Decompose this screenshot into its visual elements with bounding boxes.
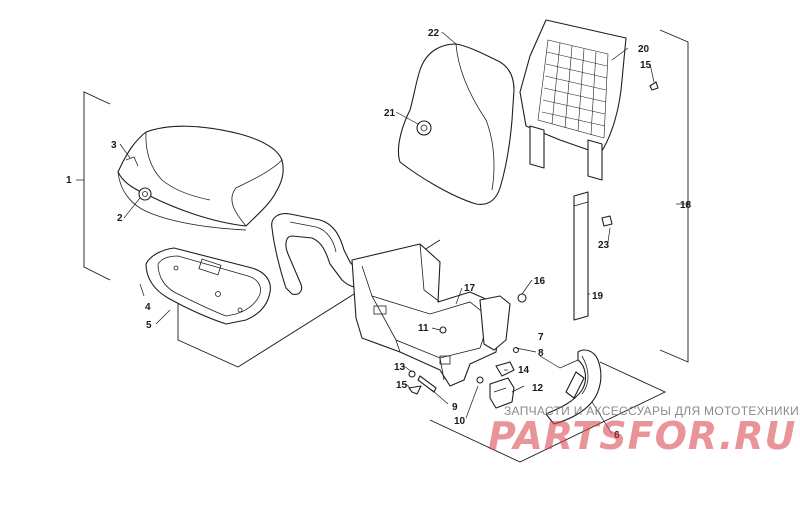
grab-handle xyxy=(271,213,373,295)
callout-7: 7 xyxy=(538,332,544,343)
callout-15-upper: 15 xyxy=(640,60,652,71)
assembly-bracket-backrest xyxy=(659,29,689,363)
clip-part xyxy=(495,361,515,377)
bolt-icon xyxy=(408,385,422,395)
assembly-bracket-lower xyxy=(429,361,667,463)
bolt-icon xyxy=(517,293,527,303)
callout-22: 22 xyxy=(428,28,440,39)
callout-16: 16 xyxy=(534,276,546,287)
assembly-bracket-rack xyxy=(177,239,441,368)
callout-13: 13 xyxy=(394,362,406,373)
callout-8: 8 xyxy=(538,348,544,359)
callout-4: 4 xyxy=(145,302,151,313)
backrest-frame xyxy=(519,19,627,181)
leader-lines xyxy=(76,31,688,435)
bolt-icon xyxy=(512,346,520,354)
callout-15-lower: 15 xyxy=(396,380,408,391)
seat-base-pan xyxy=(145,247,271,325)
callout-10: 10 xyxy=(454,416,466,427)
post-clip xyxy=(601,215,613,227)
backrest-knob-icon xyxy=(416,120,432,136)
backrest-post xyxy=(573,191,589,321)
screw-icon xyxy=(649,81,659,91)
seat-cushion xyxy=(117,125,284,231)
callout-5: 5 xyxy=(146,320,152,331)
latch-part xyxy=(489,377,515,409)
bolt-icon xyxy=(439,326,447,334)
callout-12: 12 xyxy=(532,383,544,394)
watermark-logo: PARTSFOR.RU xyxy=(488,414,797,458)
callout-6: 6 xyxy=(614,430,620,441)
bolt-icon xyxy=(417,375,437,393)
callout-21: 21 xyxy=(384,108,396,119)
callout-14: 14 xyxy=(518,365,530,376)
callout-1: 1 xyxy=(66,175,72,186)
bolt-icon xyxy=(408,370,416,378)
callout-20: 20 xyxy=(638,44,650,55)
assembly-bracket-seat xyxy=(83,91,111,281)
watermark-subtitle: ЗАПЧАСТИ И АКСЕССУАРЫ ДЛЯ МОТОТЕХНИКИ xyxy=(504,404,800,418)
callout-23: 23 xyxy=(598,240,610,251)
callout-11: 11 xyxy=(418,323,429,334)
seat-frame-rack xyxy=(351,243,511,387)
callout-18: 18 xyxy=(680,200,692,211)
seat-knob-icon xyxy=(138,187,152,201)
callout-2: 2 xyxy=(117,213,123,224)
support-tube xyxy=(545,349,602,425)
callout-9: 9 xyxy=(452,402,458,413)
backrest-pad xyxy=(397,43,515,205)
callout-19: 19 xyxy=(592,291,604,302)
bolt-icon xyxy=(476,376,484,384)
callout-3: 3 xyxy=(111,140,117,151)
callout-17: 17 xyxy=(464,283,476,294)
